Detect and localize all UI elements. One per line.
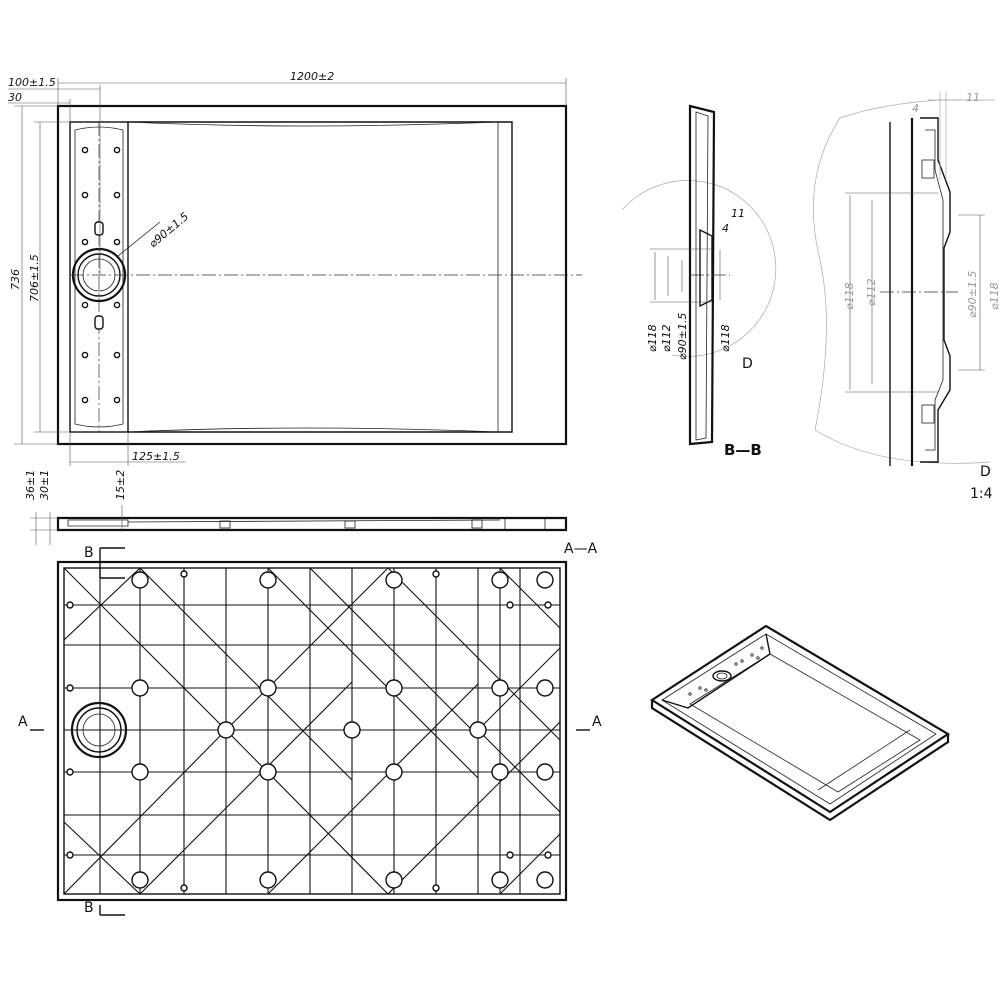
section-label-bb: B—B [724,441,762,459]
dim-offset-30: 30 [8,91,22,104]
dim-inner-height: 706±1.5 [28,254,41,302]
detail-scale: 1:4 [970,486,993,502]
detail-d-circle [621,180,777,357]
bb-dim-118-b: ⌀118 [719,324,732,352]
bottom-drain [70,701,128,759]
dim-height-30: 30±1 [38,470,51,500]
bb-dim-4: 4 [722,222,729,235]
marker-a-right: A [592,714,602,730]
bottom-outline [56,560,568,902]
marker-a-left: A [18,714,28,730]
detail-label-d: D [980,464,991,480]
d-dim-11: 11 [966,91,980,104]
dim-drain-diameter: ⌀90±1.5 [147,210,192,250]
dim-length: 1200±2 [290,70,334,83]
section-bb: 11 4 ⌀118 ⌀112 ⌀90±1.5 ⌀118 D B—B [621,104,777,459]
d-dim-4: 4 [912,102,919,115]
dim-offset-100: 100±1.5 [8,76,56,89]
dim-height-36: 36±1 [24,470,37,500]
side-view: 36±1 30±1 15±2 A—A [24,470,598,557]
bottom-view: B B A A [18,545,602,916]
d-dim-118-a: ⌀118 [843,282,856,310]
dim-depth-15: 15±2 [114,470,127,500]
support-feet [66,570,554,892]
bb-dim-90: ⌀90±1.5 [676,313,689,360]
d-dim-118-b: ⌀118 [988,282,1000,310]
isometric-view [649,624,951,822]
top-view: 1200±2 100±1.5 30 ⌀90±1.5 706±1.5 736 12… [8,70,582,466]
detail-d: 4 11 ⌀118 ⌀112 ⌀90±1.5 ⌀118 D 1:4 [813,91,1000,502]
bb-dim-11: 11 [731,207,745,220]
section-label-aa: A—A [564,541,598,557]
detail-marker-d: D [742,356,753,372]
basin-outline [128,121,513,433]
bb-dim-112: ⌀112 [660,324,673,352]
dim-offset-125: 125±1.5 [132,450,180,463]
channel-fixing-holes [81,146,121,404]
d-dim-90: ⌀90±1.5 [966,271,979,318]
d-dim-112: ⌀112 [865,278,878,306]
dim-height: 736 [9,269,22,290]
bb-dim-118-a: ⌀118 [646,324,659,352]
marker-b-top: B [84,545,94,561]
marker-b-bottom: B [84,900,94,916]
